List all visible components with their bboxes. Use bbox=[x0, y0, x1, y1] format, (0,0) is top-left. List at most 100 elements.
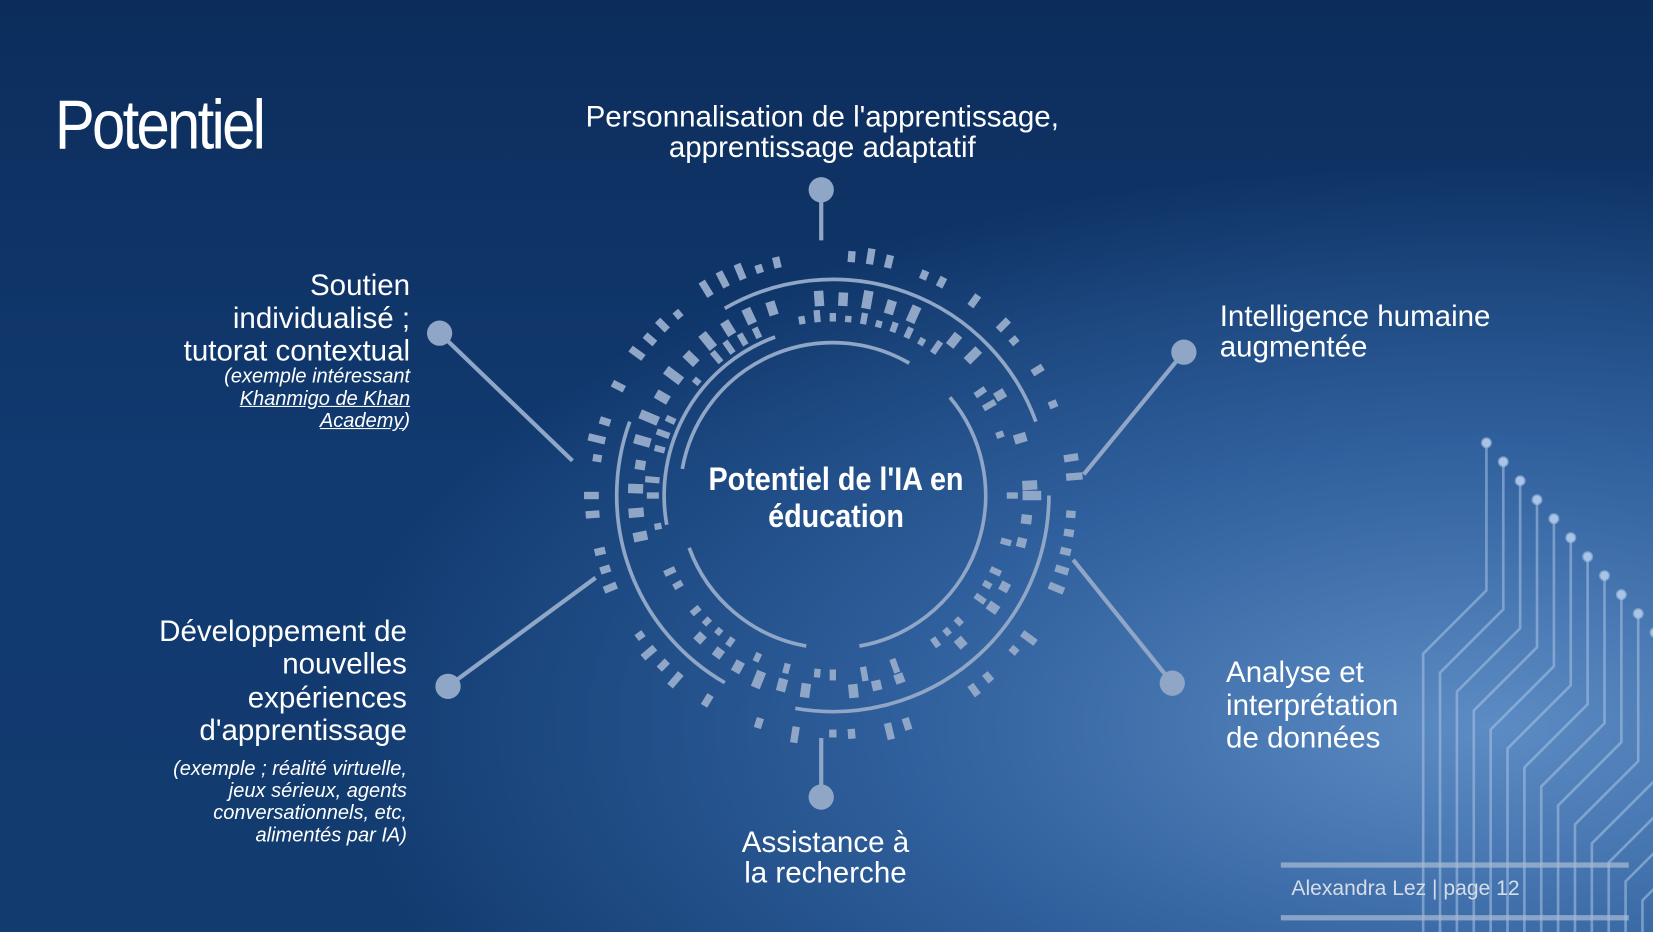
ring-dash bbox=[903, 326, 914, 340]
label-line: de données bbox=[1226, 720, 1381, 754]
ring-dash bbox=[859, 312, 869, 325]
label-line: tutorat contextual bbox=[183, 333, 411, 367]
circuit-trace bbox=[1438, 461, 1505, 932]
ring-dash bbox=[640, 644, 658, 661]
ring-dash bbox=[693, 631, 707, 645]
circuit-trace bbox=[1539, 575, 1606, 932]
ring-dash bbox=[989, 566, 1003, 577]
circuit-node bbox=[1632, 608, 1644, 620]
ring-dash bbox=[893, 672, 906, 685]
ring-dash bbox=[799, 682, 812, 699]
ring-dash bbox=[985, 600, 1001, 615]
connector-line bbox=[446, 576, 597, 689]
ring-arc bbox=[794, 495, 1051, 714]
label-line: expériences bbox=[247, 680, 407, 714]
ring-dash bbox=[1065, 510, 1076, 519]
ring-dash bbox=[725, 636, 736, 648]
circuit-node bbox=[1548, 513, 1560, 525]
label-line: nouvelles bbox=[282, 647, 407, 681]
center-label: Potentiel de l'IA en éducation bbox=[685, 461, 987, 535]
label-line: Soutien bbox=[309, 268, 411, 302]
ring-dash bbox=[1015, 536, 1028, 549]
ring-dash bbox=[585, 510, 600, 519]
label-line: d'apprentissage bbox=[199, 713, 407, 747]
ring-dash bbox=[754, 263, 765, 275]
ring-dash bbox=[993, 388, 1008, 402]
circuit-trace bbox=[1556, 594, 1623, 932]
circuit-node bbox=[1598, 570, 1611, 582]
ring-arc bbox=[614, 420, 726, 685]
ring-dash bbox=[765, 300, 779, 317]
ring-dash bbox=[889, 657, 901, 674]
ring-dash bbox=[847, 728, 856, 739]
ring-dash bbox=[634, 630, 646, 642]
ring-dash bbox=[1030, 363, 1045, 377]
ring-dash bbox=[883, 722, 895, 741]
ring-dash bbox=[1059, 546, 1072, 557]
ring-dash bbox=[701, 616, 713, 627]
ring-dash bbox=[632, 530, 649, 543]
label-assistance: Assistance à la recherche bbox=[667, 826, 983, 888]
ring-dash bbox=[967, 682, 981, 698]
connector-dot bbox=[435, 673, 461, 700]
ring-dash bbox=[722, 339, 736, 355]
connector-dot bbox=[1159, 670, 1185, 696]
ring-dash bbox=[667, 671, 684, 689]
ring-dash bbox=[1008, 335, 1020, 347]
ring-dash bbox=[1063, 453, 1079, 463]
ring-dash bbox=[859, 666, 869, 682]
circuit-node bbox=[1565, 532, 1577, 544]
ring-dash bbox=[653, 444, 666, 454]
ring-dash bbox=[714, 626, 724, 637]
ring-dash bbox=[772, 256, 782, 269]
note-text: (exemple intéressant bbox=[224, 366, 411, 389]
ring-dash bbox=[883, 299, 897, 316]
ring-dash bbox=[981, 398, 997, 412]
ring-dash bbox=[844, 315, 852, 323]
note-text: ) bbox=[403, 410, 411, 433]
label-line: augmentée bbox=[1219, 330, 1368, 364]
ring-dash bbox=[653, 522, 663, 531]
ring-dash bbox=[689, 604, 702, 617]
ring-dash bbox=[642, 332, 658, 347]
connector-dot bbox=[808, 784, 834, 810]
ring-dash bbox=[901, 716, 913, 731]
connector-line bbox=[1082, 350, 1186, 476]
ring-dash bbox=[638, 409, 661, 426]
ring-dash bbox=[883, 254, 895, 269]
ring-dash bbox=[656, 658, 670, 672]
ring-dash bbox=[741, 306, 757, 326]
ring-dash bbox=[865, 248, 876, 265]
ring-dash bbox=[889, 321, 899, 334]
ring-dash bbox=[1008, 644, 1020, 656]
ring-dash bbox=[672, 308, 684, 320]
ring-dash bbox=[698, 279, 714, 298]
khanmigo-link[interactable]: Khanmigo de Khan bbox=[239, 388, 411, 411]
ring-dash bbox=[813, 309, 821, 323]
ring-dash bbox=[653, 389, 671, 405]
ring-dash bbox=[838, 292, 849, 307]
label-soutien: Soutien individualisé ; tutorat contextu… bbox=[183, 268, 411, 433]
khan-academy-link[interactable]: Academy bbox=[319, 410, 404, 433]
circuit-node bbox=[1531, 494, 1543, 506]
ring-dash bbox=[998, 580, 1012, 594]
ring-dash bbox=[861, 289, 874, 310]
ring-dash bbox=[847, 250, 856, 263]
ring-dash bbox=[593, 546, 607, 557]
ring-arc bbox=[859, 396, 988, 648]
ring-dash bbox=[918, 269, 930, 281]
ring-dash bbox=[1006, 492, 1018, 499]
circuit-trace bbox=[1624, 852, 1653, 932]
ring-arc bbox=[723, 277, 1038, 423]
ring-dash bbox=[1047, 399, 1059, 410]
ring-arc bbox=[680, 340, 911, 470]
ring-dash bbox=[967, 293, 982, 309]
circuit-trace bbox=[1489, 518, 1556, 932]
ring-dash bbox=[1000, 537, 1012, 547]
circuit-node bbox=[1615, 589, 1627, 601]
ring-dash bbox=[662, 365, 685, 386]
center-ring-graphic bbox=[584, 248, 1083, 744]
connector-line bbox=[438, 331, 574, 463]
